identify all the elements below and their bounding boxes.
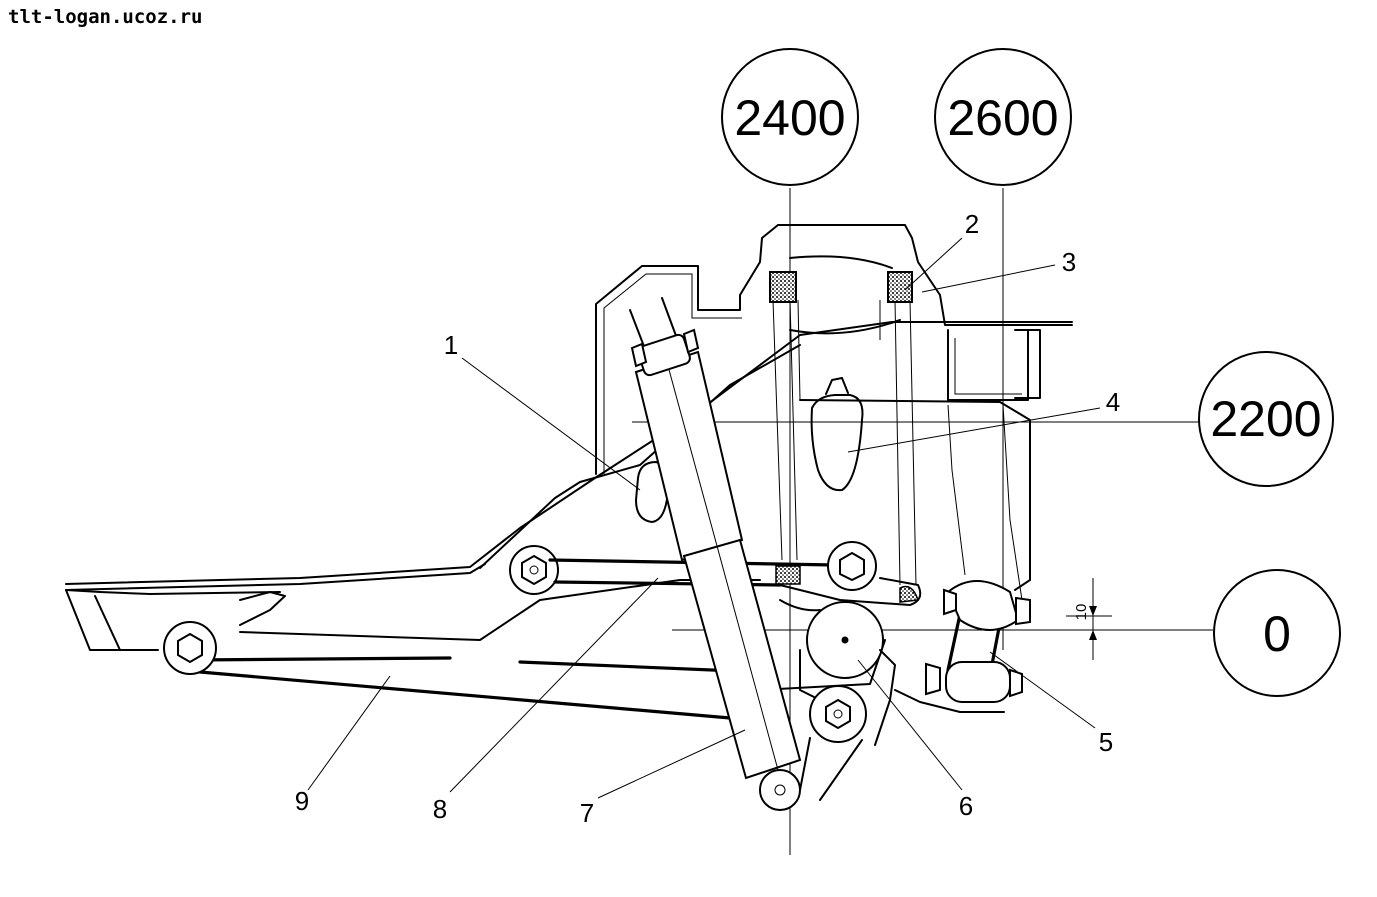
watermark: tlt-logan.ucoz.ru [8, 6, 203, 28]
label-2600: 2600 [947, 90, 1058, 146]
circle-0 [1213, 569, 1341, 697]
callouts: 1 2 3 4 5 6 7 8 9 [295, 209, 1120, 828]
callout-9: 9 [295, 786, 309, 816]
spring-lower-right [899, 585, 920, 603]
bump-stop [810, 377, 864, 492]
callout-2: 2 [965, 209, 979, 239]
callout-3: 3 [1062, 247, 1076, 277]
callout-1: 1 [444, 330, 458, 360]
label-0: 0 [1263, 606, 1291, 662]
shock-lower-body [682, 538, 802, 780]
front-mount [509, 545, 559, 595]
shock-upper-body [634, 350, 744, 562]
lower-link [548, 541, 922, 606]
reference-circles: 2400 2600 2200 0 [721, 48, 1341, 697]
shock-lower-eye [759, 769, 801, 811]
callout-7: 7 [580, 798, 594, 828]
leader-lines [307, 237, 1101, 799]
shock-absorber [629, 297, 802, 811]
trailing-arm-nut [177, 632, 203, 664]
callout-4: 4 [1106, 387, 1120, 417]
lateral-link [894, 580, 1031, 713]
callout-6: 6 [959, 791, 973, 821]
label-2400: 2400 [734, 90, 845, 146]
circle-2200 [1198, 351, 1334, 487]
spring-lower-left [775, 565, 801, 585]
label-2200: 2200 [1210, 391, 1321, 447]
circle-2600 [934, 48, 1072, 186]
callout-8: 8 [433, 794, 447, 824]
dimension-label: 10 [1073, 604, 1090, 621]
hub-knuckle [779, 599, 896, 801]
spring-seat-left [769, 271, 797, 303]
callout-5: 5 [1099, 727, 1113, 757]
body-shell [65, 224, 1073, 601]
circle-2400 [721, 48, 859, 186]
dimension-10: 10 [1066, 578, 1112, 660]
